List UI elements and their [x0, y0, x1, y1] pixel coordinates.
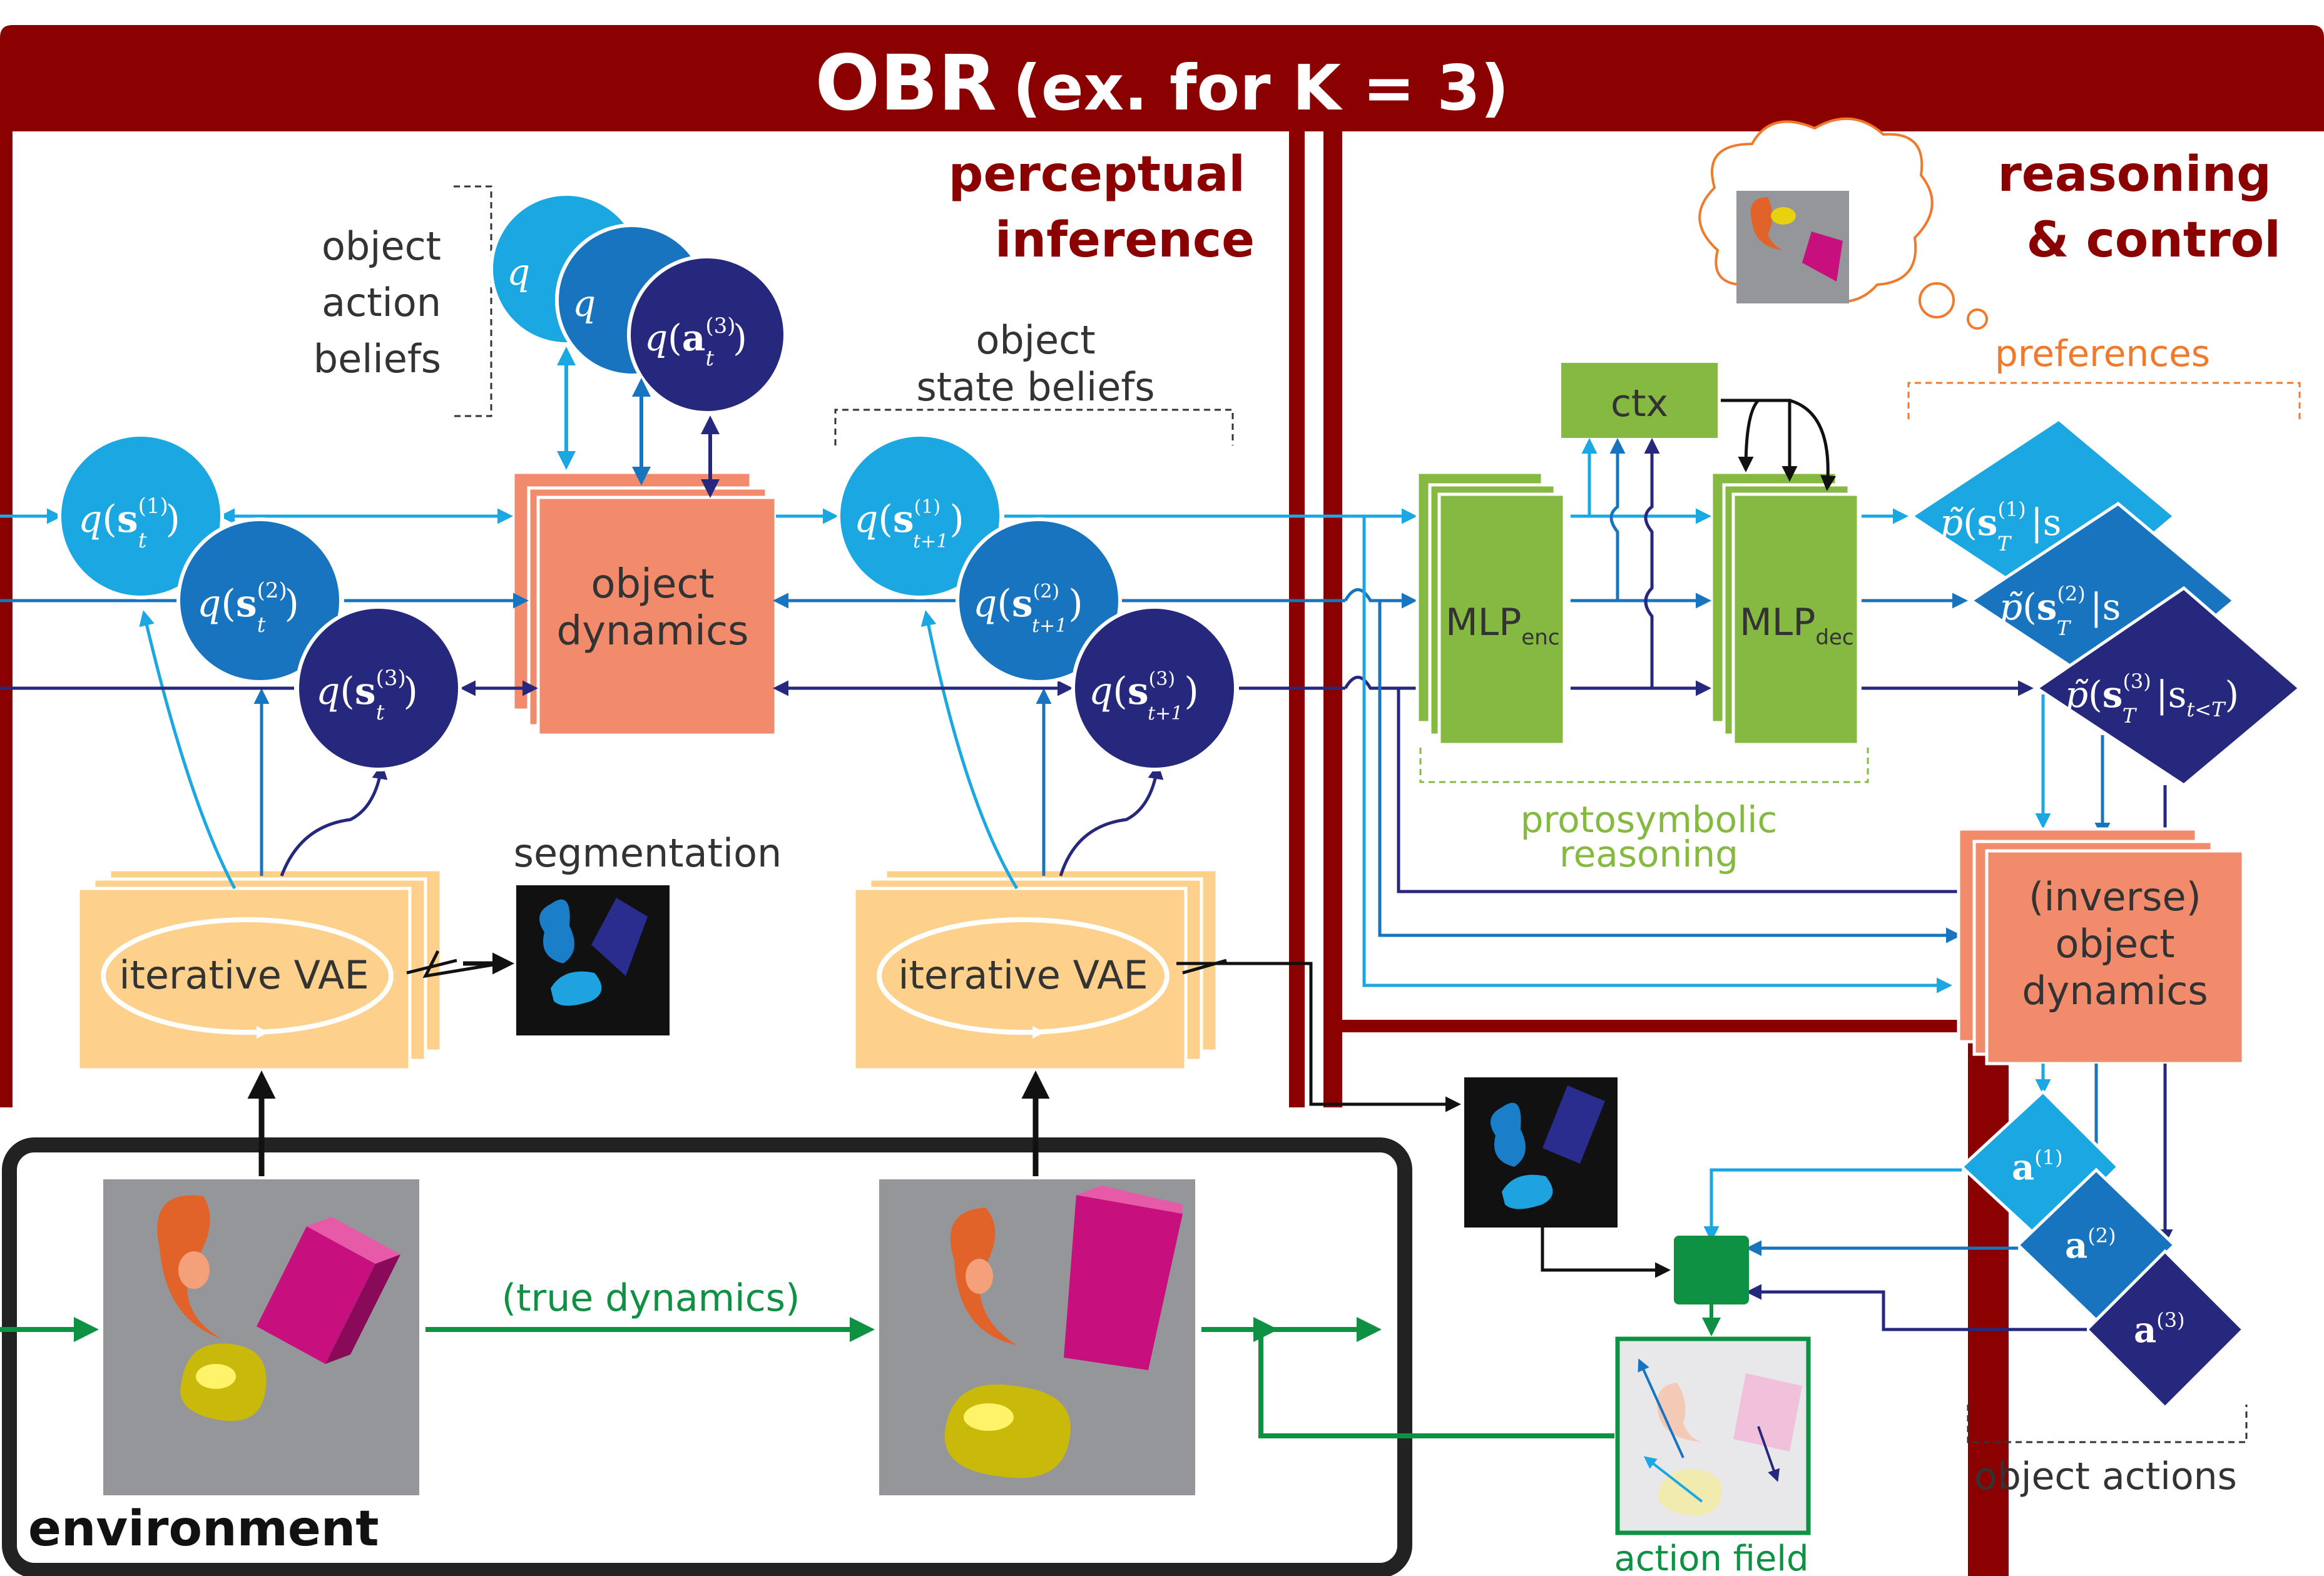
states-to-inverse-arrows [1362, 516, 1984, 994]
segmentation: segmentation [406, 830, 782, 1035]
preferences: preferences [1907, 332, 2301, 419]
iterative-vae-t1: iterative VAE [852, 868, 1219, 1072]
environment-label: environment [28, 1501, 379, 1557]
state-belief-t-2: q(s(2)t) [176, 517, 343, 684]
svg-text:action: action [322, 280, 441, 325]
object-action-3: a(3) [2084, 1249, 2246, 1410]
svg-text:q: q [573, 282, 596, 325]
svg-text:preferences: preferences [1995, 332, 2210, 375]
svg-text:perceptual: perceptual [949, 146, 1245, 203]
object-actions-label: object actions [1967, 1405, 2248, 1498]
svg-text:MLPdec: MLPdec [1740, 601, 1854, 650]
title: OBR (ex. for K = 3) [815, 39, 1509, 128]
action-field: action field [1614, 1336, 1811, 1576]
svg-text:object: object [976, 317, 1095, 363]
svg-text:(true dynamics): (true dynamics) [502, 1276, 800, 1320]
state-belief-t-3: q(s(3)t) [295, 605, 462, 771]
svg-text:object: object [2055, 921, 2174, 967]
svg-text:OBR (ex. for K = 3): OBR (ex. for K = 3) [815, 39, 1509, 128]
segmentation-t1 [1176, 958, 1618, 1228]
action-belief-3: q(a(3)t) [627, 255, 787, 415]
enc-dec-arrows [1571, 399, 1837, 696]
svg-text:action field: action field [1614, 1538, 1808, 1576]
vae-to-states-arrows-t [139, 610, 388, 890]
perceptual-heading: perceptual inference [949, 146, 1255, 268]
svg-text:inference: inference [995, 212, 1255, 268]
svg-text:& control: & control [2026, 212, 2281, 268]
svg-text:p̃(s(1)T|s: p̃(s(1)T|s [1940, 497, 2061, 556]
svg-text:protosymbolic: protosymbolic [1521, 798, 1778, 841]
svg-text:MLPenc: MLPenc [1445, 601, 1560, 650]
svg-text:q(s(1)t): q(s(1)t) [78, 494, 180, 553]
mlp-dec: MLPdec [1710, 470, 1860, 746]
state-belief-t-1: q(s(1)t) [58, 433, 224, 599]
svg-text:object: object [322, 223, 441, 269]
state-row-2-arrows [0, 588, 1417, 609]
svg-text:p̃(s(2)T|s: p̃(s(2)T|s [1999, 582, 2121, 640]
inverse-object-dynamics: (inverse) object dynamics [1957, 827, 2245, 1065]
svg-text:a(3): a(3) [2134, 1308, 2185, 1351]
scene-image-t [103, 1179, 419, 1495]
preferred-state-3: p̃(s(3)T|st<T) [2034, 586, 2302, 788]
svg-text:q(s(3)t+1): q(s(3)t+1) [1089, 668, 1199, 724]
state-row-3-arrows [0, 676, 1439, 696]
svg-text:iterative VAE: iterative VAE [898, 952, 1148, 998]
object-action-beliefs-label: object action beliefs [313, 185, 492, 417]
svg-text:ctx: ctx [1611, 382, 1668, 425]
reasoning-heading: reasoning & control [1997, 146, 2281, 268]
svg-text:reasoning: reasoning [1559, 833, 1738, 875]
iterative-vae-t: iterative VAE [76, 868, 443, 1072]
svg-text:q(s(3)t): q(s(3)t) [316, 666, 418, 725]
scene-image-t1 [879, 1179, 1195, 1495]
protosymbolic-reasoning: protosymbolic reasoning [1419, 748, 1869, 875]
true-dynamics: (true dynamics) [0, 1276, 1614, 1438]
svg-text:object: object [591, 561, 714, 608]
object-dynamics: object dynamics [511, 470, 778, 737]
state-belief-t1-3: q(s(3)t+1) [1071, 605, 1238, 771]
svg-text:iterative VAE: iterative VAE [119, 952, 369, 998]
svg-text:a(1): a(1) [2012, 1146, 2063, 1188]
svg-text:q(s(1)t+1): q(s(1)t+1) [854, 496, 964, 552]
svg-text:segmentation: segmentation [514, 830, 782, 876]
action-mixer [1674, 1236, 1749, 1304]
thought-cloud [1698, 117, 1988, 330]
state-belief-t1-1: q(s(1)t+1) [837, 433, 1003, 599]
svg-text:state beliefs: state beliefs [917, 364, 1155, 410]
object-state-beliefs-label: object state beliefs [834, 317, 1234, 445]
svg-text:dynamics: dynamics [557, 608, 749, 654]
vae-to-states-arrows-t1 [920, 610, 1164, 890]
svg-text:a(2): a(2) [2065, 1224, 2116, 1266]
svg-text:object actions: object actions [1974, 1455, 2237, 1498]
svg-text:q(a(3)t): q(a(3)t) [645, 313, 747, 371]
svg-text:p̃(s(3)T|st<T): p̃(s(3)T|st<T) [2065, 669, 2239, 728]
actions-to-mixer-arrows [1541, 1168, 2087, 1331]
svg-text:reasoning: reasoning [1997, 146, 2271, 203]
svg-text:(inverse): (inverse) [2029, 874, 2201, 920]
svg-text:q(s(2)t+1): q(s(2)t+1) [973, 581, 1083, 637]
svg-text:q(s(2)t): q(s(2)t) [197, 578, 299, 638]
ctx-box: ctx [1561, 363, 1718, 438]
svg-text:q: q [507, 251, 530, 293]
state-belief-t1-2: q(s(2)t+1) [956, 517, 1122, 684]
mlp-enc: MLPenc [1415, 470, 1566, 746]
svg-text:beliefs: beliefs [313, 336, 441, 382]
svg-text:dynamics: dynamics [2022, 968, 2208, 1014]
